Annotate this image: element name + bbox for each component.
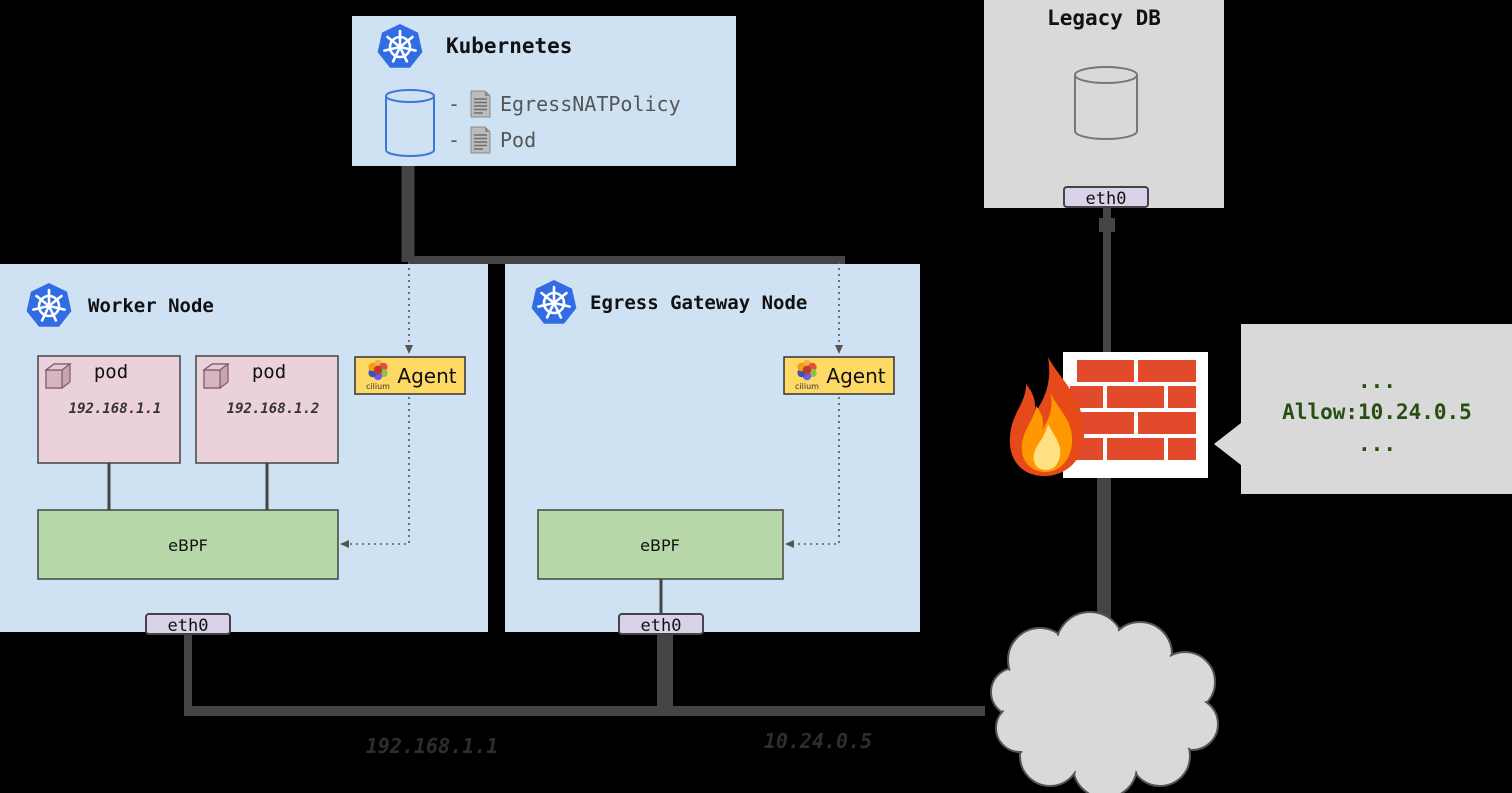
- db-link-stub: [1099, 218, 1115, 232]
- iface-label: eth0: [1086, 189, 1127, 209]
- ebpf-box: eBPF: [37, 509, 339, 580]
- database-icon: [385, 89, 435, 157]
- cube-icon: [45, 363, 71, 389]
- worker-link-label: 192.168.1.1: [366, 734, 498, 758]
- cilium-agent-gateway[interactable]: cilium Agent: [783, 356, 895, 395]
- agent-label: Agent: [397, 364, 456, 388]
- resource-list: - EgressNATPolicy - Pod: [448, 90, 681, 154]
- firewall-rules-callout: ... Allow:10.24.0.5 ...: [1214, 324, 1512, 494]
- arrowheads: [340, 345, 843, 548]
- pod-box[interactable]: pod 192.168.1.1: [37, 355, 181, 464]
- pod-label: pod: [94, 361, 128, 383]
- firewall-rule: ...: [1358, 369, 1396, 393]
- agent-label: Agent: [826, 364, 885, 388]
- firewall-rule-allow: Allow:10.24.0.5: [1282, 400, 1472, 424]
- links: [184, 165, 1115, 716]
- resource-bullet: -: [448, 128, 460, 152]
- firewall-icon: [1009, 352, 1208, 478]
- cube-icon: [203, 363, 229, 389]
- gateway-agent-to-ebpf: [791, 397, 840, 545]
- document-icon: [470, 90, 491, 118]
- document-icon: [470, 126, 491, 154]
- worker-node-title: Worker Node: [88, 295, 214, 317]
- iface-label: eth0: [641, 616, 682, 636]
- cilium-logo-text: cilium: [795, 382, 819, 391]
- flame-icon: [1009, 357, 1085, 476]
- ebpf-label: eBPF: [168, 536, 208, 555]
- pod-box[interactable]: pod 192.168.1.2: [195, 355, 339, 464]
- cloud-fill: [993, 614, 1216, 793]
- control-arrows: [346, 262, 840, 545]
- legacy-db-panel: Legacy DB eth0: [984, 0, 1224, 209]
- gateway-node-panel: Egress Gateway Node cilium Agent eBPF et…: [505, 264, 920, 636]
- cilium-logo-text: cilium: [366, 382, 390, 391]
- ebpf-box: eBPF: [537, 509, 784, 580]
- kubernetes-panel: Kubernetes - EgressNATPolicy - Pod: [352, 16, 736, 166]
- iface-label: eth0: [168, 616, 209, 636]
- worker-node-panel: Worker Node pod 192.168.1.1 pod 192.168.…: [0, 264, 488, 636]
- ebpf-label: eBPF: [640, 536, 680, 555]
- gateway-eth0: eth0: [618, 613, 704, 636]
- legacy-db-eth0: eth0: [1063, 186, 1149, 209]
- pod-ip: 192.168.1.1: [69, 401, 162, 417]
- worker-agent-to-ebpf: [346, 397, 410, 545]
- worker-eth0: eth0: [145, 613, 231, 636]
- gateway-link-label: 10.24.0.5: [764, 729, 872, 753]
- firewall-rule: ...: [1358, 432, 1396, 456]
- pod-ip: 192.168.1.2: [227, 401, 320, 417]
- cilium-agent-worker[interactable]: cilium Agent: [354, 356, 466, 395]
- database-icon: [1074, 66, 1138, 140]
- pod-label: pod: [252, 361, 286, 383]
- gateway-node-title: Egress Gateway Node: [590, 292, 807, 314]
- resource-bullet: -: [448, 92, 460, 116]
- legacy-db-title: Legacy DB: [1047, 6, 1161, 30]
- resource-pod: Pod: [500, 128, 536, 152]
- kubernetes-title: Kubernetes: [446, 34, 572, 58]
- resource-egressnatpolicy: EgressNATPolicy: [500, 92, 681, 116]
